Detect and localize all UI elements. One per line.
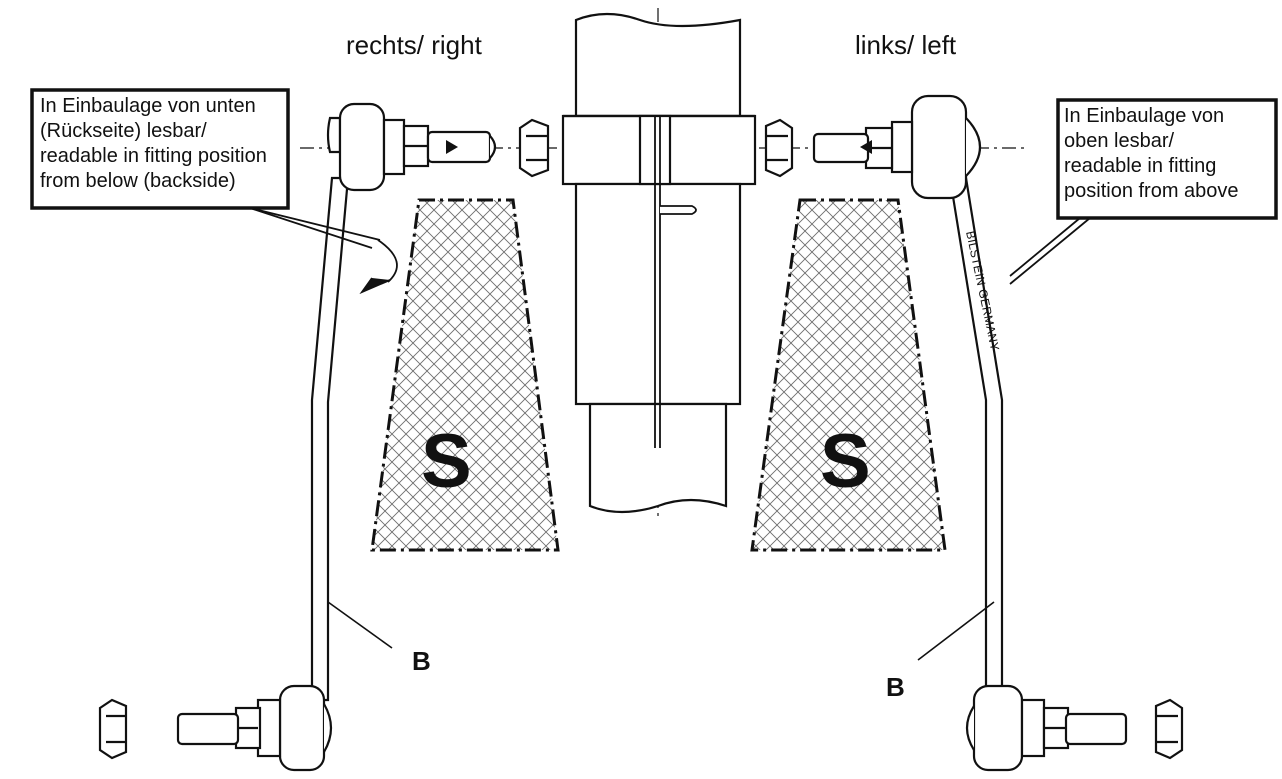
- arrow-left-bolt: [860, 140, 872, 154]
- right-side-label: rechts/ right: [346, 30, 483, 60]
- callout-left-line-2: oben lesbar/: [1064, 130, 1175, 152]
- callout-left-line-1: In Einbaulage von: [1064, 105, 1224, 127]
- support-label-right: S: [421, 419, 472, 504]
- callout-left-line-4: position from above: [1064, 180, 1239, 202]
- callout-left-line-3: readable in fitting: [1064, 155, 1216, 177]
- callout-right-line-3: readable in fitting position: [40, 145, 267, 167]
- nut-right-bottom: [98, 698, 128, 760]
- stabilizer-link-left: [812, 94, 1128, 772]
- arrow-right-bolt: [446, 140, 458, 154]
- part-label-b-right: B: [412, 646, 431, 676]
- nut-right-top: [518, 118, 550, 178]
- support-block-right: [370, 198, 560, 552]
- stabilizer-link-right: [176, 102, 497, 772]
- support-block-left: [750, 198, 947, 552]
- callout-leader-left: [1009, 217, 1091, 285]
- leader-b-left: [917, 601, 995, 661]
- callout-right-line-4: from below (backside): [40, 170, 236, 192]
- part-label-b-left: B: [886, 672, 905, 702]
- left-side-label: links/ left: [855, 30, 957, 60]
- callout-right-line-2: (Rückseite) lesbar/: [40, 120, 207, 142]
- leader-b-right: [327, 601, 393, 649]
- support-label-left: S: [820, 419, 871, 504]
- callout-box-right: In Einbaulage von unten (Rückseite) lesb…: [30, 88, 290, 210]
- damper-tube: [561, 12, 757, 514]
- callout-box-left: In Einbaulage von oben lesbar/ readable …: [1056, 98, 1278, 220]
- nut-left-bottom: [1154, 698, 1184, 760]
- nut-left-top: [764, 118, 794, 178]
- callout-right-line-1: In Einbaulage von unten: [40, 95, 256, 117]
- callout-leader-right: [249, 207, 398, 295]
